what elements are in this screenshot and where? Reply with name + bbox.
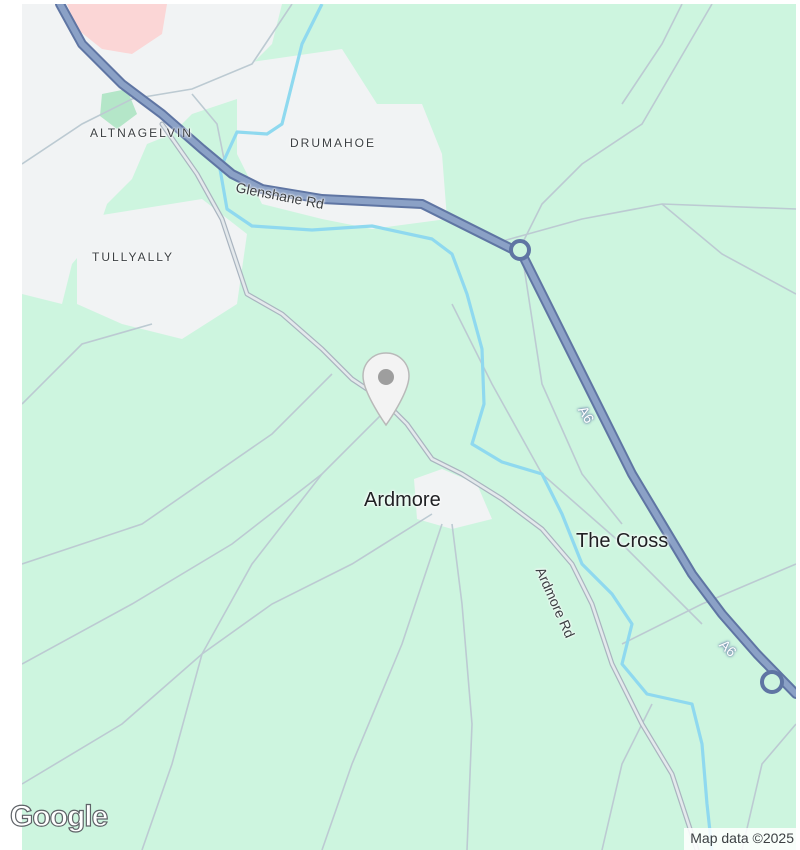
a6-road	[55, 4, 796, 699]
map-viewport[interactable]: ALTNAGELVIN DRUMAHOE TULLYALLY Ardmore T…	[22, 4, 796, 850]
river	[218, 4, 714, 850]
urban-area-tullyally	[77, 199, 247, 339]
map-attribution[interactable]: Map data ©2025	[684, 828, 800, 850]
map-canvas[interactable]	[22, 4, 796, 850]
urban-area-ardmore	[414, 469, 492, 529]
urban-pink-area	[67, 4, 167, 54]
google-logo[interactable]: Google	[9, 799, 109, 833]
park-area	[100, 89, 137, 129]
local-roads	[159, 121, 700, 850]
map-pin-icon[interactable]	[361, 351, 411, 427]
